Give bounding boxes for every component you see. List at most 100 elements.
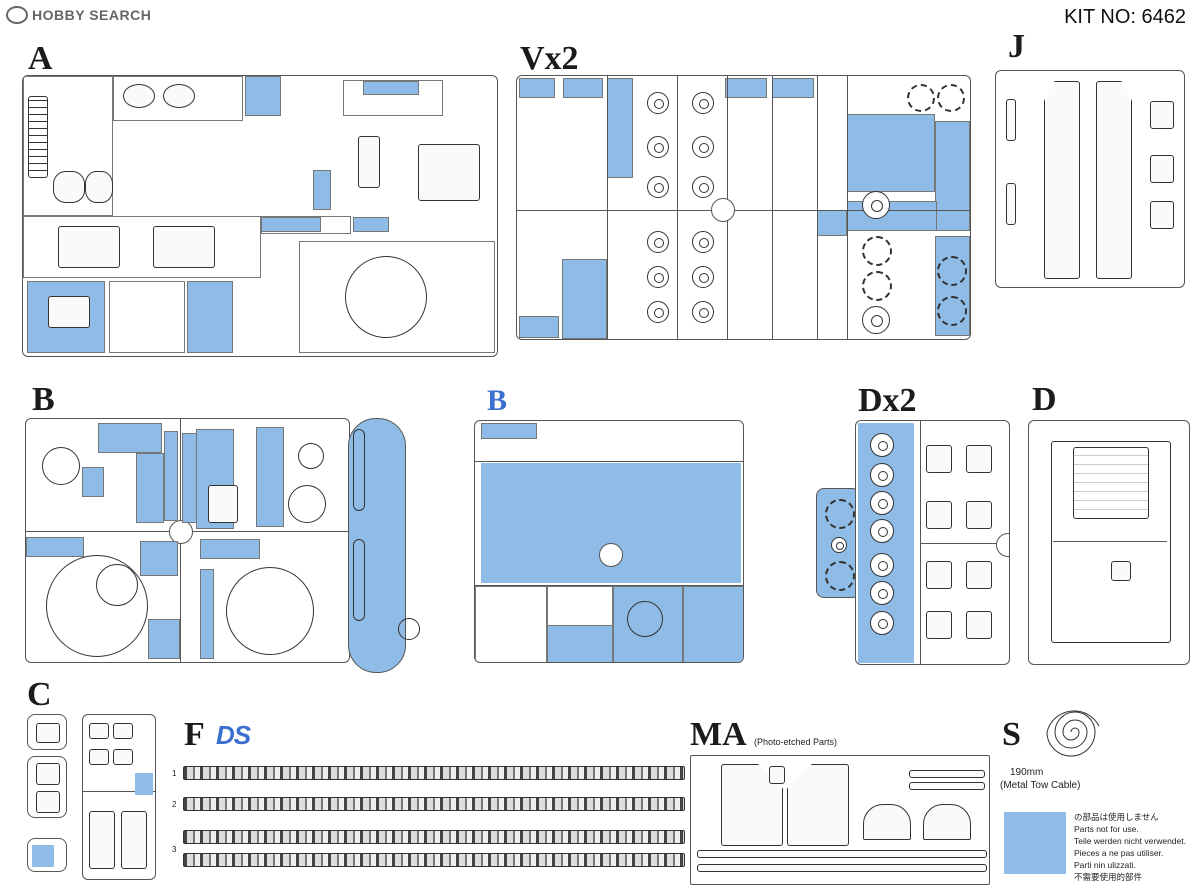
road-wheel [647, 92, 669, 114]
hobby-search-logo: HOBBY SEARCH [6, 6, 151, 24]
track-number: 2 [172, 800, 177, 809]
sprue-b-unused-part [148, 619, 180, 659]
sprue-c-part [36, 791, 60, 813]
road-wheel [870, 553, 894, 577]
sprue-b-middle-runner [475, 585, 743, 586]
photo-etched-note: (Photo-etched Parts) [754, 737, 838, 747]
sprue-letter-ma: MA [690, 716, 747, 753]
sprue-a-part [85, 171, 113, 203]
sprue-d-x2 [855, 420, 1010, 665]
road-wheel [647, 301, 669, 323]
suspension-arm [926, 445, 952, 473]
sprue-letter-c: C [27, 676, 52, 713]
track-link-run-2 [183, 797, 685, 811]
track-link-run-1 [183, 766, 685, 780]
sprue-letter-d: D [1032, 381, 1057, 418]
track-guard [1096, 81, 1132, 279]
sprue-c-part [89, 749, 109, 765]
track-link-run-4 [183, 853, 685, 867]
sprue-d [1028, 420, 1190, 665]
sprocket-wheel [862, 271, 892, 301]
sprue-a-cell [113, 76, 243, 121]
legend-line-1: の部品は使用しません [1074, 812, 1159, 822]
sprue-d-runner [920, 421, 921, 664]
sprue-v-unused-part [607, 78, 633, 178]
sprue-b-middle-cell [547, 586, 613, 662]
suspension-arm [966, 501, 992, 529]
legend-line-2: Parts not for use. [1074, 824, 1139, 834]
sprue-b-unused-part [82, 467, 104, 497]
turret-shell [46, 555, 148, 657]
road-wheel [692, 136, 714, 158]
sprue-letter-dx2: Dx2 [858, 382, 917, 419]
pe-strip [697, 864, 987, 872]
sprue-v-unused-part [772, 78, 814, 98]
sprue-a-cell [109, 281, 185, 353]
sprue-c-part [113, 723, 133, 739]
sprue-b-middle-gate [599, 543, 623, 567]
sprue-v-unused-part [847, 201, 937, 231]
hull-rear-plate [1073, 447, 1149, 519]
sprue-c-part [113, 749, 133, 765]
sprue-b-middle [474, 420, 744, 663]
pe-bracket [923, 804, 971, 840]
road-wheel [870, 611, 894, 635]
sprue-a-part [123, 84, 155, 108]
idler-wheel [862, 191, 890, 219]
sprue-a-cell [343, 80, 443, 116]
sprue-b-unused-part [140, 541, 178, 576]
hull-detail-line [1053, 541, 1167, 542]
sprue-v-unused-part [847, 114, 935, 192]
sprue-v-runner [607, 76, 608, 339]
road-wheel [692, 176, 714, 198]
pe-strip [909, 770, 985, 778]
sprue-d-runner [920, 543, 1009, 544]
sprue-a-turret-base [299, 241, 495, 353]
sprue-b-unused-part [26, 537, 84, 557]
road-wheel [692, 301, 714, 323]
road-wheel [692, 266, 714, 288]
sprue-a-part [28, 96, 48, 178]
sprocket-wheel [907, 84, 935, 112]
sprue-letter-s: S [1002, 716, 1021, 753]
sprue-v-unused-part [935, 121, 970, 231]
tow-cable-length: 190mm [1010, 767, 1044, 778]
sprue-v [516, 75, 971, 340]
sprue-b-middle-part [627, 601, 663, 637]
road-wheel [692, 92, 714, 114]
sprue-a-unused-part [245, 76, 281, 116]
unused-parts-swatch [1004, 812, 1066, 874]
track-guard [1044, 81, 1080, 279]
sprocket-wheel [937, 84, 965, 112]
sprue-a-cell [23, 76, 113, 216]
sprue-letter-j: J [1008, 28, 1025, 65]
tow-cable-coil-icon [1046, 710, 1100, 757]
sprocket-wheel [937, 296, 967, 326]
sprue-a-part [358, 136, 380, 188]
sprue-a-unused-part [313, 170, 331, 210]
sprue-b-unused-part [136, 453, 164, 523]
sprue-c-part [89, 723, 109, 739]
sprue-c-part [89, 811, 115, 869]
sprue-v-gate [711, 198, 735, 222]
ds-badge: DS [216, 720, 251, 750]
sprocket-wheel [825, 499, 855, 529]
sprue-b-part [208, 485, 238, 523]
sprue-c-part [36, 763, 60, 785]
sprue-b-left-side-runner [348, 418, 406, 673]
cupola-part [298, 443, 324, 469]
sprue-v-runner [817, 76, 818, 339]
track-link-run-3 [183, 830, 685, 844]
road-wheel [870, 463, 894, 487]
sprue-c [82, 714, 156, 880]
sprue-v-unused-part [563, 78, 603, 98]
sprue-a-unused-part [187, 281, 233, 353]
sprue-c-runner [83, 791, 155, 792]
sprue-v-unused-part [817, 210, 847, 236]
sprocket-wheel [937, 256, 967, 286]
sprue-j-part [1150, 201, 1174, 229]
pe-bracket [863, 804, 911, 840]
road-wheel [647, 176, 669, 198]
sprue-a-unused-part [363, 81, 419, 95]
sprue-b-unused-part [256, 427, 284, 527]
